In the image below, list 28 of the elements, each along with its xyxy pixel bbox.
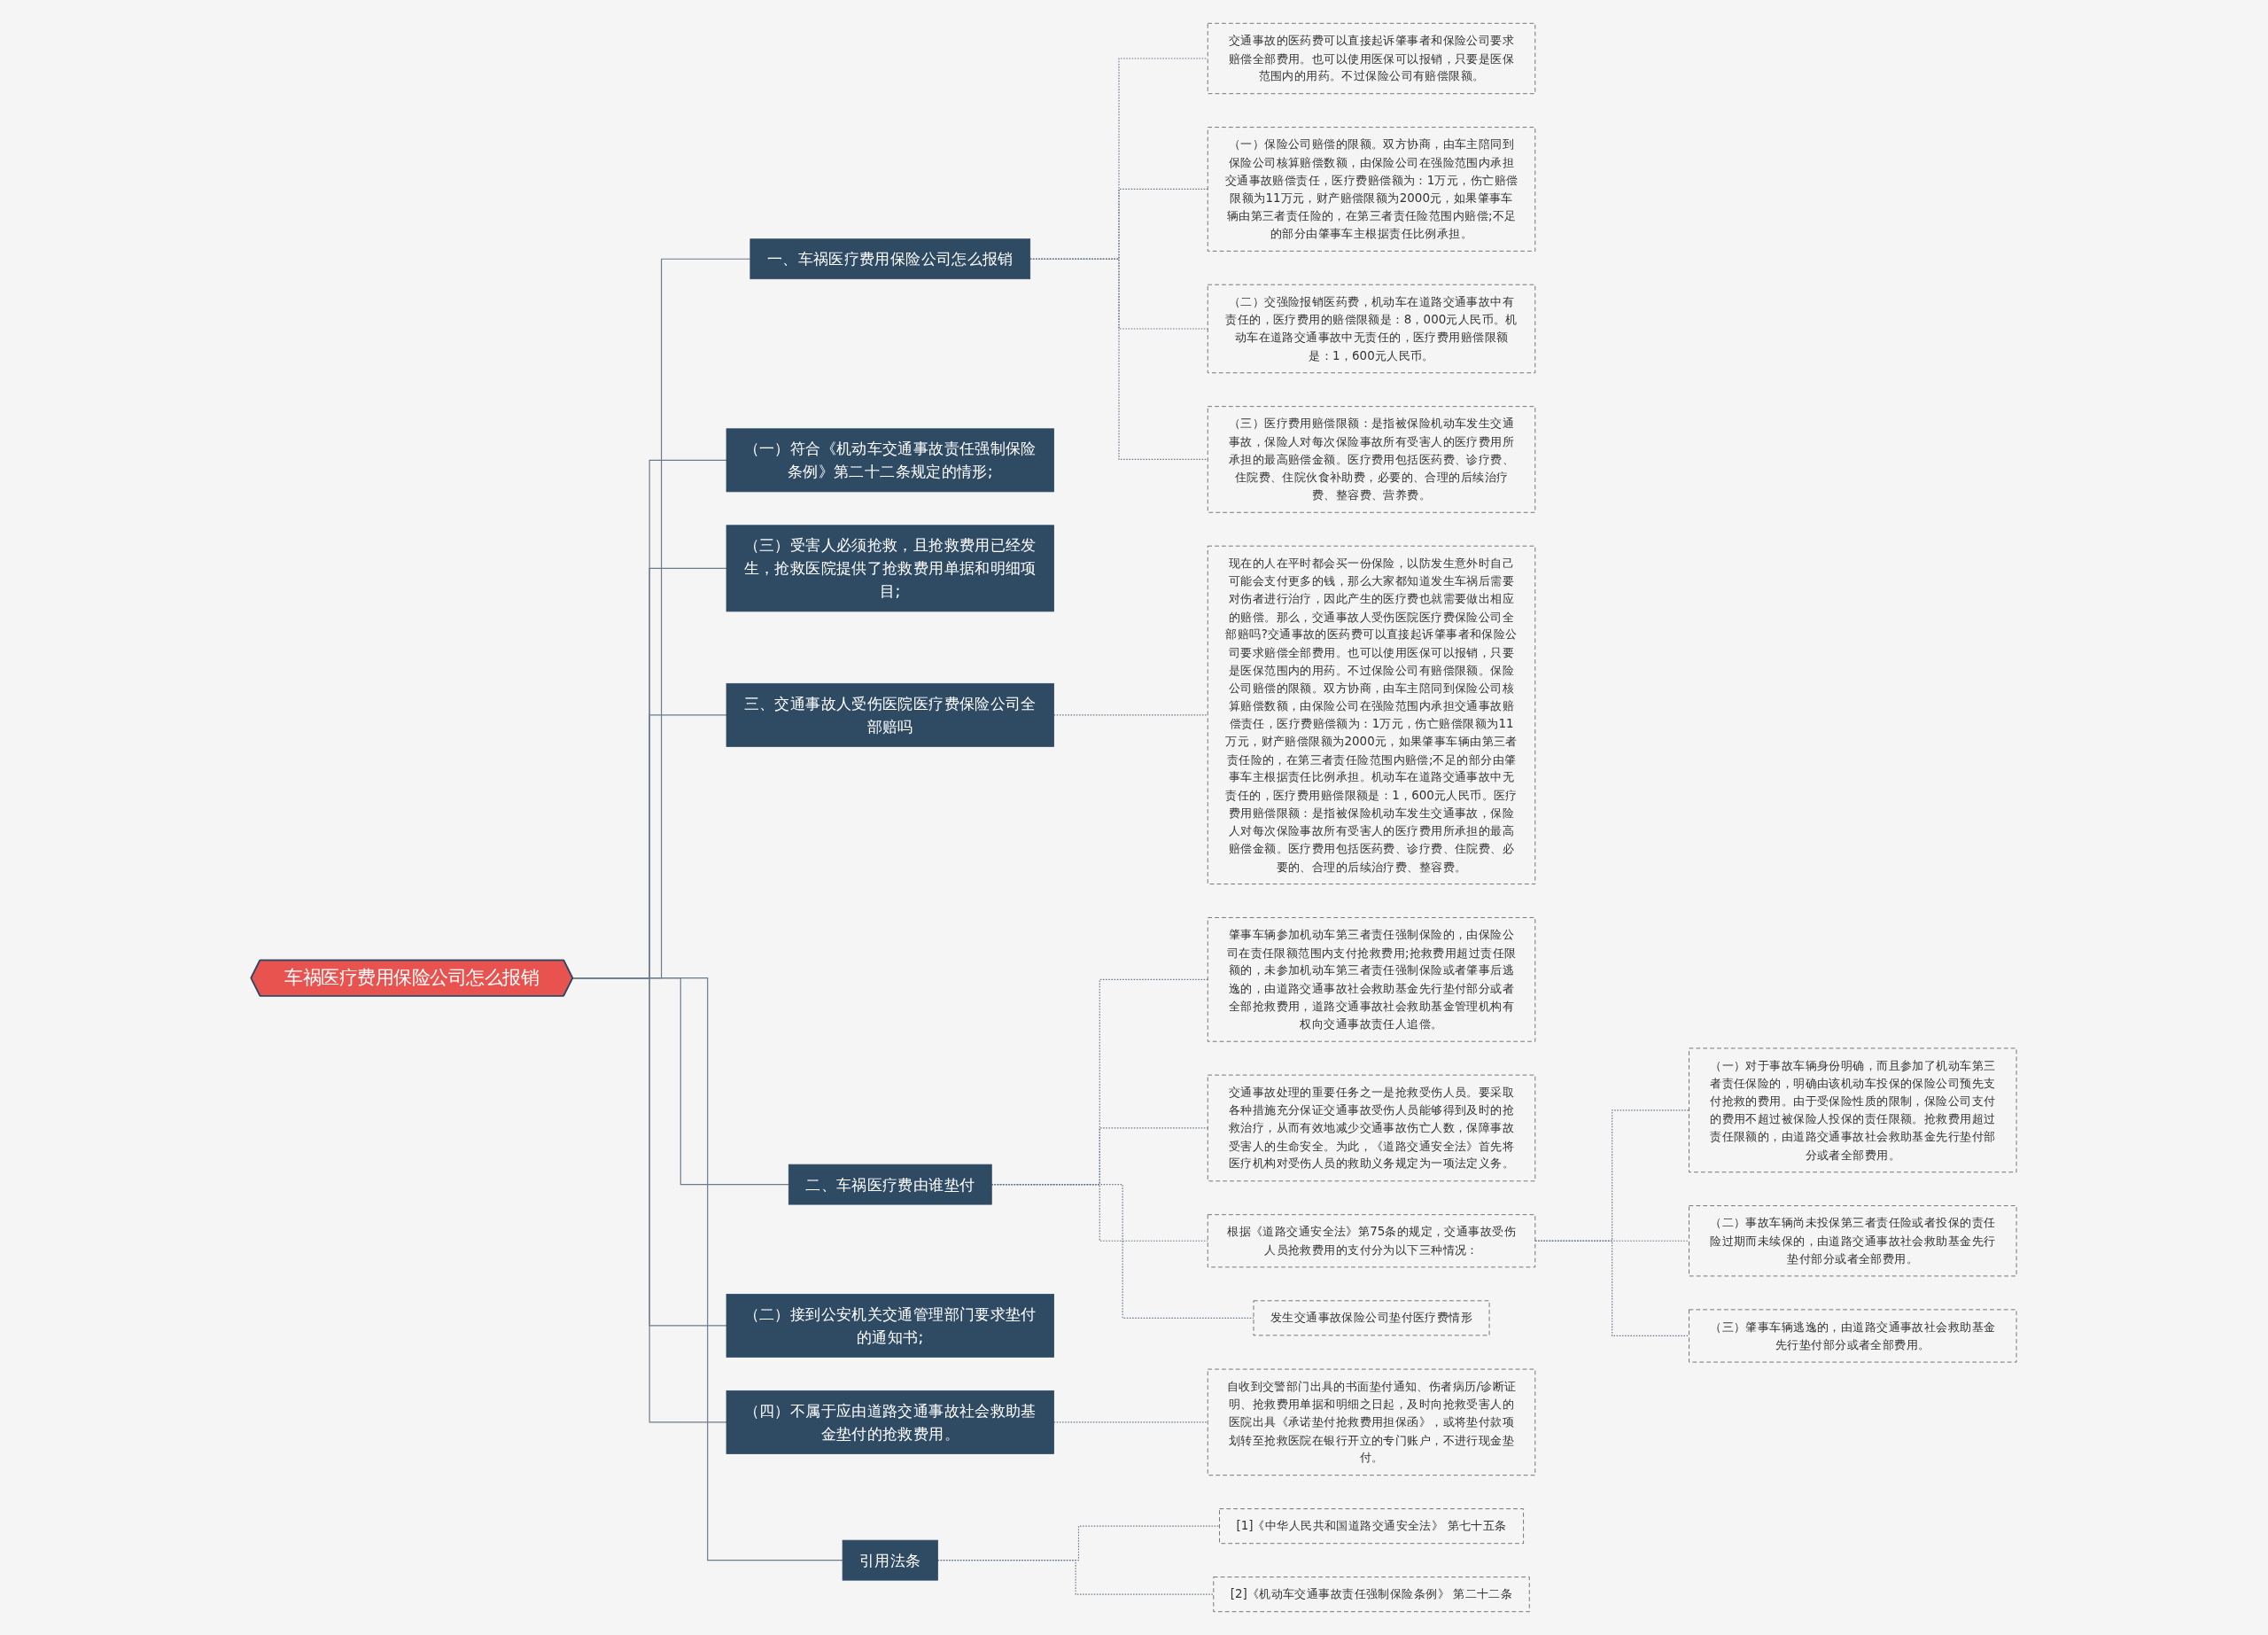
node-box: （四）不属于应由道路交通事故社会救助基金垫付的抢救费用。 bbox=[726, 1390, 1055, 1454]
connector bbox=[937, 1560, 1215, 1595]
node-box: （三）受害人必须抢救，且抢救费用已经发生，抢救医院提供了抢救费用单据和明细项目; bbox=[726, 525, 1055, 612]
node-box: （一）对于事故车辆身份明确，而且参加了机动车第三者责任保险的，明确由该机动车投保的保险公司预先支付抢救的费用。由于受保险性质的限制，保险公司支付的费用不超过被保险人投保的责任限额。抢救费用超过责任限额的，由道路交通事故社会救助基金先行垫付部分或者全部费用。 bbox=[1689, 1047, 2017, 1173]
node-box: 二、车祸医疗费由谁垫付 bbox=[788, 1164, 992, 1205]
node-box: [1]《中华人民共和国道路交通安全法》 第七十五条 bbox=[1219, 1508, 1525, 1545]
node-box: （一）保险公司赔偿的限额。双方协商，由车主陪同到保险公司核算赔偿数额，由保险公司在强险范围内承担交通事故赔偿责任，医疗费赔偿额为：1万元，伤亡赔偿限额为11万元，财产赔偿限额为2000元，如果肇事车辆由第三者责任险的，在第三者责任险范围内赔偿;不足的部分由肇事车主根据责任比例承担。 bbox=[1208, 127, 1536, 252]
node-box: （二）接到公安机关交通管理部门要求垫付的通知书; bbox=[726, 1294, 1055, 1358]
node-box: （三）肇事车辆逃逸的，由道路交通事故社会救助基金先行垫付部分或者全部费用。 bbox=[1689, 1309, 2017, 1363]
node-box: （三）医疗费用赔偿限额：是指被保险机动车发生交通事故，保险人对每次保险事故所有受害人的医疗费用所承担的最高赔偿金额。医疗费用包括医药费、诊疗费、住院费、住院伙食补助费，必要的、合理的后续治疗费、整容费、营养费。 bbox=[1208, 406, 1536, 513]
node-box: 引用法条 bbox=[843, 1539, 939, 1581]
node-box: 自收到交警部门出具的书面垫付通知、伤者病历/诊断证明、抢救费用单据和明细之日起，及时向抢救受害人的医院出具《承诺垫付抢救费用担保函》，或将垫付款项划转至抢救医院在银行开立的专门账户，不进行现金垫付。 bbox=[1208, 1368, 1536, 1476]
connector bbox=[991, 1184, 1254, 1319]
node-box: 发生交通事故保险公司垫付医疗费情形 bbox=[1253, 1300, 1490, 1336]
node-box: 三、交通事故人受伤医院医疗费保险公司全部赔吗 bbox=[726, 682, 1055, 747]
node-box: （一）符合《机动车交通事故责任强制保险条例》第二十二条规定的情形; bbox=[726, 428, 1055, 493]
node-box: 一、车祸医疗费用保险公司怎么报销 bbox=[750, 238, 1031, 280]
node-box: 肇事车辆参加机动车第三者责任强制保险的，由保险公司在责任限额范围内支付抢救费用;抢救费用超过责任限额的，未参加机动车第三者责任强制保险或者肇事后逃逸的，由道路交通事故社会救助基金先行垫付部分或者全部抢救费用，道路交通事故社会救助基金管理机构有权向交通事故责任人追偿。 bbox=[1208, 917, 1536, 1042]
connector bbox=[1029, 258, 1209, 461]
connector bbox=[1053, 714, 1209, 716]
node-box: 交通事故的医药费可以直接起诉肇事者和保险公司要求赔偿全部费用。也可以使用医保可以报销，只要是医保范围内的用药。不过保险公司有赔偿限额。 bbox=[1208, 22, 1536, 95]
node-box: 根据《道路交通安全法》第75条的规定，交通事故受伤人员抢救费用的支付分为以下三种情况： bbox=[1208, 1214, 1536, 1268]
connector bbox=[1053, 1421, 1209, 1423]
node-box: （二）交强险报销医药费，机动车在道路交通事故中有责任的，医疗费用的赔偿限额是：8，000元人民币。机动车在道路交通事故中无责任的，医疗费用赔偿限额是：1，600元人民币。 bbox=[1208, 284, 1536, 374]
node-box: 现在的人在平时都会买一份保险，以防发生意外时自己可能会支付更多的钱，那么大家都知道发生车祸后需要对伤者进行治疗，因此产生的医疗费也就需要做出相应的赔偿。那么，交通事故人受伤医院医疗费保险公司全部赔吗?交通事故的医药费可以直接起诉肇事者和保险公司要求赔偿全部费用。也可以使用医保可以报销，只要是医保范围内的用药。不过保险公司有赔偿限额。保险公司赔偿的限额。双方协商，由车主陪同到保险公司核算赔偿数额，由保险公司在强险范围内承担交通事故赔偿责任，医疗费赔偿额为：1万元，伤亡赔偿限额为11万元，财产赔偿限额为2000元，如果肇事车辆由第三者责任险的，在第三者责任险范围内赔偿;不足的部分由肇事车主根据责任比例承担。机动车在道路交通事故中无责任的，医疗费用赔偿限额是：1，600元人民币。医疗费用赔偿限额：是指被保险机动车发生交通事故，保险人对每次保险事故所有受害人的医疗费用所承担的最高赔偿金额。医疗费用包括医药费、诊疗费、住院费、必要的、合理的后续治疗费、整容费。 bbox=[1208, 545, 1536, 884]
node-box: 交通事故处理的重要任务之一是抢救受伤人员。要采取各种措施充分保证交通事故受伤人员能够得到及时的抢救治疗，从而有效地减少交通事故伤亡人数，保障事故受害人的生命安全。为此，《道路交通安全法》首先将医疗机构对受伤人员的救助义务规定为一项法定义务。 bbox=[1208, 1074, 1536, 1182]
node-box: [2]《机动车交通事故责任强制保险条例》 第二十二条 bbox=[1213, 1577, 1530, 1613]
node-box: （二）事故车辆尚未投保第三者责任险或者投保的责任险过期而未续保的，由道路交通事故社会救助基金先行垫付部分或者全部费用。 bbox=[1689, 1205, 2017, 1277]
